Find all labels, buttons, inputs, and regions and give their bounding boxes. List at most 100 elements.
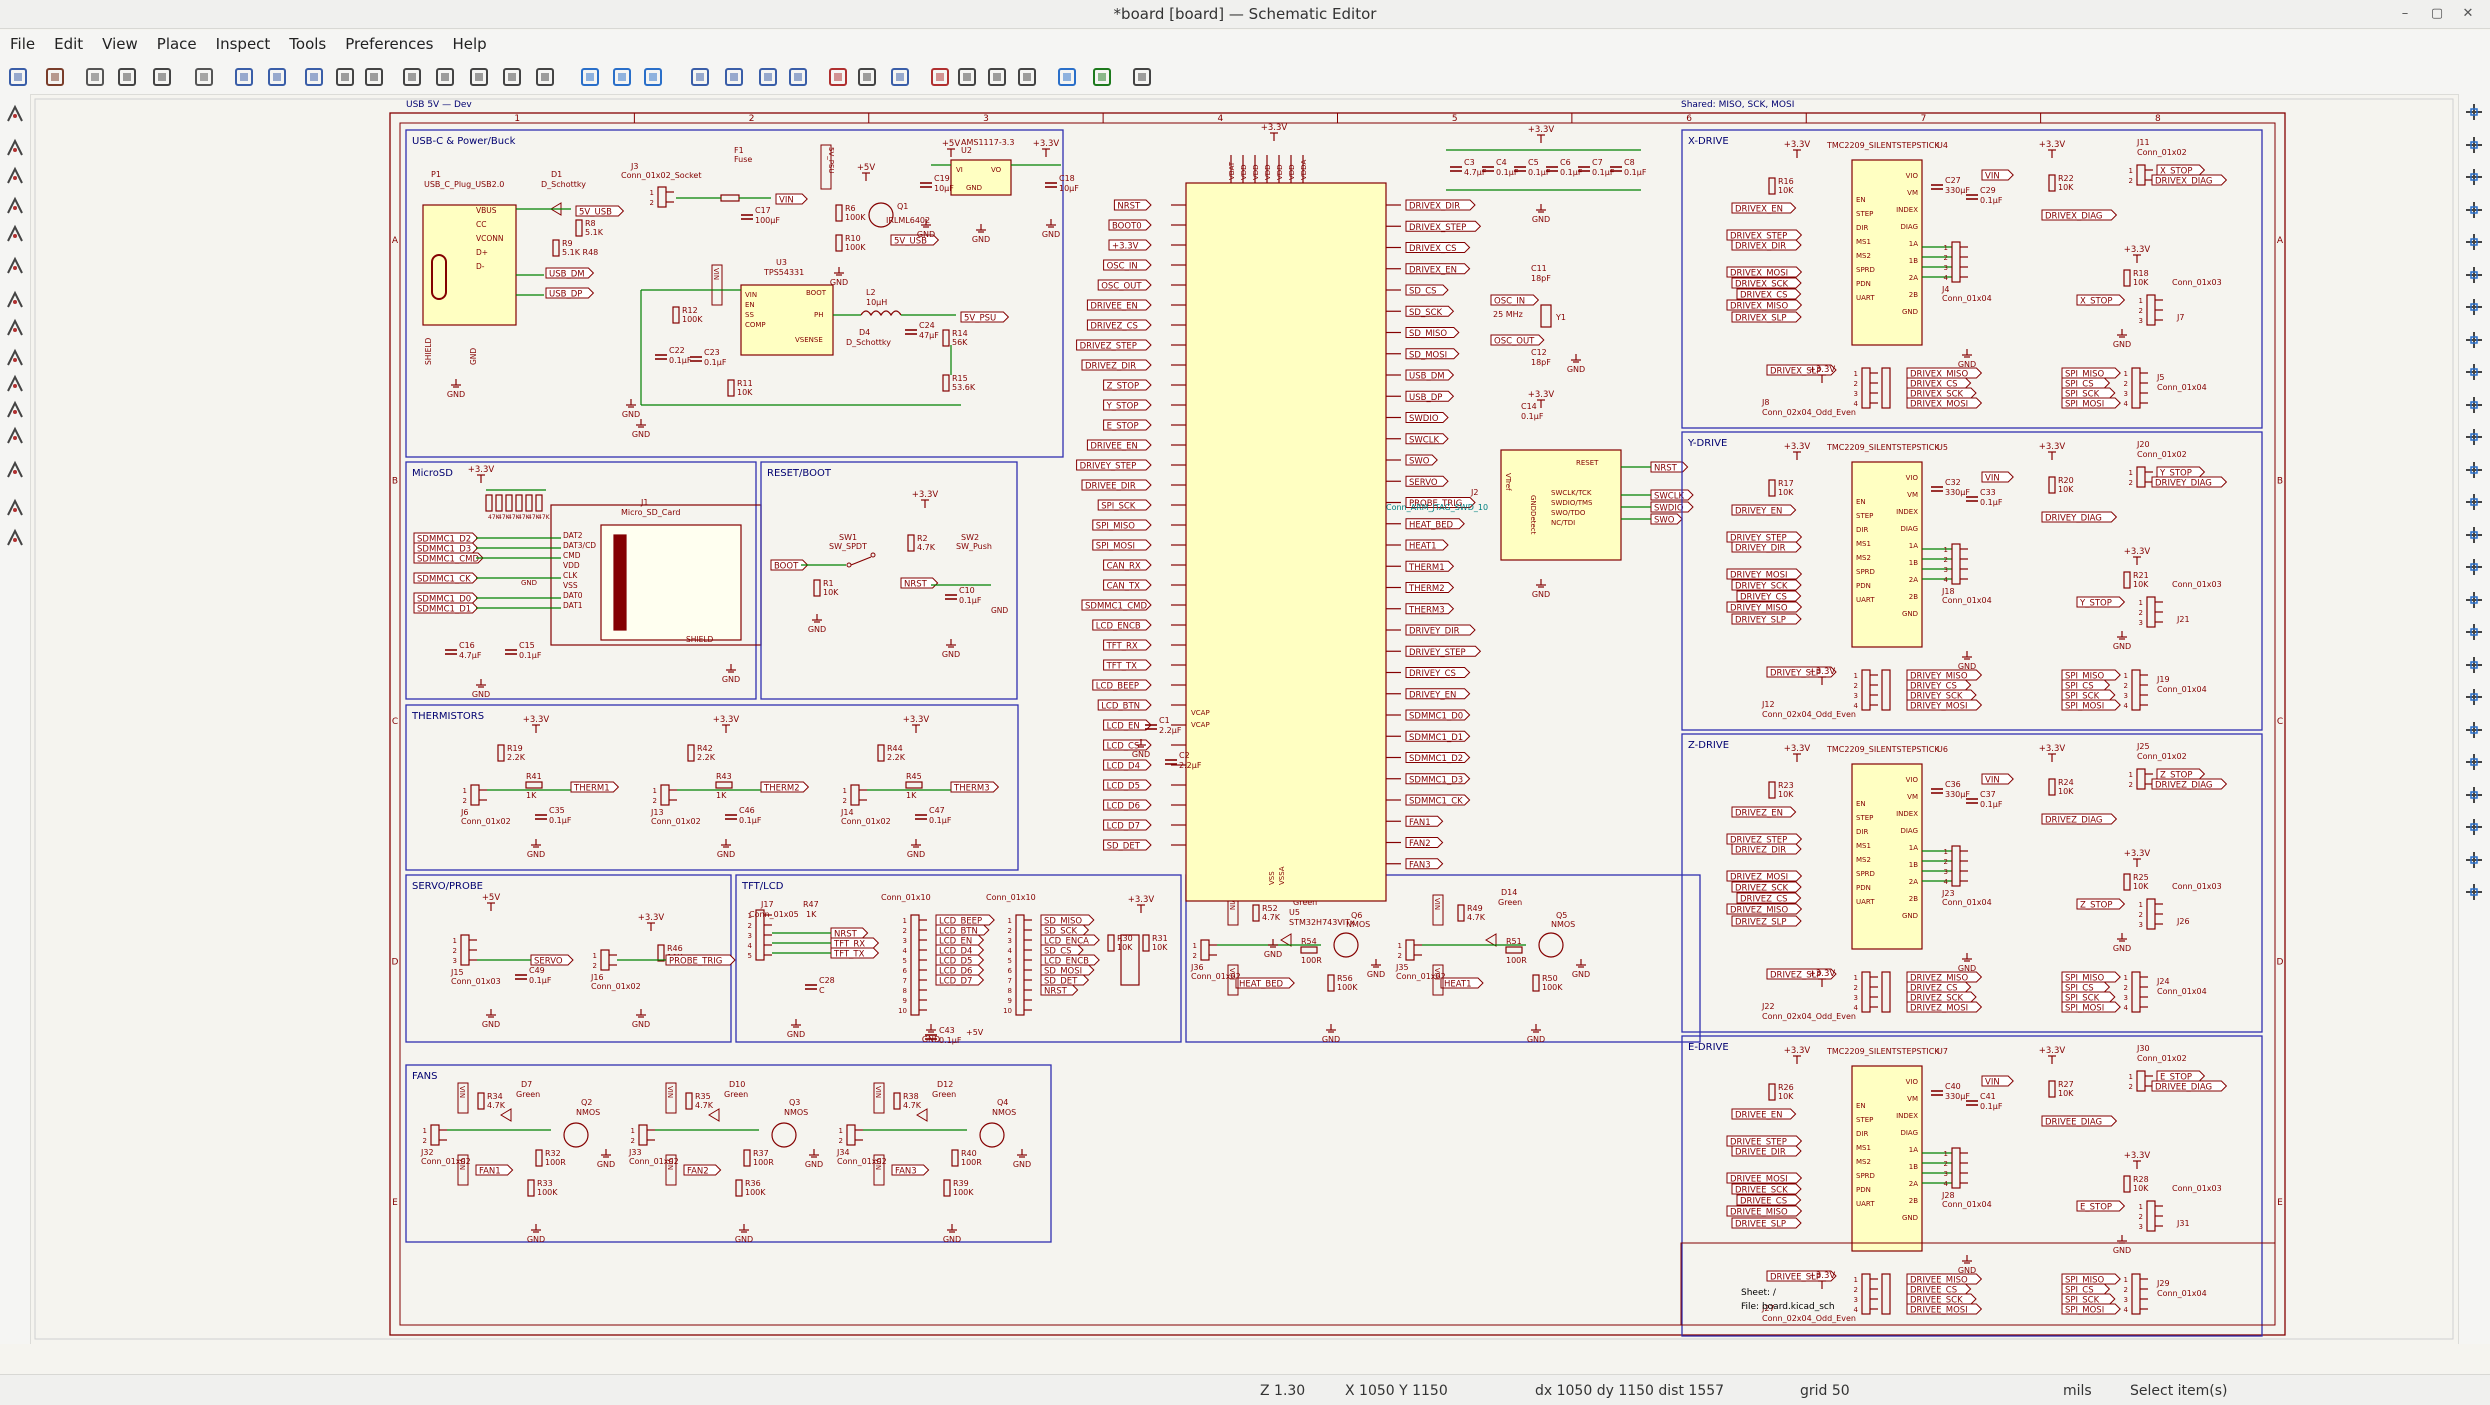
net-lcd-sd[interactable] — [1040, 964, 1095, 976]
bezier-icon[interactable] — [2462, 783, 2486, 807]
mcu-right-net[interactable] — [1405, 603, 1455, 615]
sheet-icon[interactable] — [2462, 490, 2486, 514]
spi-bus-net[interactable] — [2061, 1293, 2116, 1305]
block-x-drive[interactable] — [1681, 129, 2263, 429]
textbox-icon[interactable] — [2462, 620, 2486, 644]
drive-en-net[interactable] — [1731, 202, 1797, 214]
mcu-left-net[interactable] — [1081, 479, 1152, 491]
drive-en-net[interactable] — [1731, 504, 1797, 516]
menu-file[interactable]: File — [10, 35, 36, 53]
tools-icon[interactable] — [3, 526, 27, 550]
mcu-right-net[interactable] — [1405, 497, 1476, 508]
drive-spi-net[interactable] — [1906, 377, 1972, 389]
menu-help[interactable]: Help — [452, 35, 487, 53]
mcu-right-net[interactable] — [1405, 369, 1455, 381]
mcu-right-net[interactable] — [1405, 730, 1471, 742]
net-label-icon[interactable] — [2462, 393, 2486, 417]
drive-mosi-net[interactable] — [1726, 266, 1803, 278]
delete-icon[interactable] — [2462, 880, 2486, 904]
mcu-left-net[interactable] — [1076, 459, 1152, 471]
drive-spi-net[interactable] — [1906, 367, 1983, 379]
wire-icon[interactable] — [2462, 230, 2486, 254]
net-fan[interactable] — [891, 1164, 930, 1176]
swd-connector-body[interactable] — [1500, 449, 1622, 561]
global-label-icon[interactable] — [2462, 425, 2486, 449]
mcu-right-net[interactable] — [1405, 624, 1476, 636]
net-highlight-icon[interactable] — [2462, 133, 2486, 157]
pin-icon[interactable] — [3, 288, 27, 312]
drive-spi-net[interactable] — [1906, 689, 1977, 701]
net-icon[interactable] — [3, 372, 27, 396]
swd-net[interactable] — [1650, 513, 1683, 525]
mcu-left-net[interactable] — [1103, 579, 1152, 591]
drive-diag-net[interactable] — [2041, 813, 2118, 825]
net-vin[interactable] — [775, 193, 808, 205]
mcu-right-net[interactable] — [1405, 242, 1471, 253]
net-lcd[interactable] — [935, 924, 990, 936]
drive-stop-net[interactable] — [2156, 466, 2206, 478]
refresh-icon[interactable] — [302, 65, 326, 89]
drive-diag-net[interactable] — [2041, 209, 2118, 221]
drive-spi-net[interactable] — [1906, 1273, 1983, 1285]
drive-slp-net-2[interactable] — [1766, 1270, 1837, 1282]
spi-bus-net[interactable] — [2061, 679, 2111, 691]
mcu-right-net[interactable] — [1405, 220, 1482, 232]
mcu-right-net[interactable] — [1405, 688, 1471, 700]
net-lcd-sd[interactable] — [1040, 934, 1100, 946]
drive-sck-net[interactable] — [1731, 579, 1802, 591]
mcu-left-net[interactable] — [1086, 439, 1152, 451]
net-fan[interactable] — [475, 1164, 514, 1176]
spi-bus-net[interactable] — [2061, 971, 2121, 983]
mcu-right-net[interactable] — [1405, 539, 1449, 551]
drive-spi-net[interactable] — [1906, 699, 1983, 711]
drive-sck-net[interactable] — [1731, 277, 1802, 289]
net-usb-dp[interactable] — [545, 287, 595, 299]
properties-icon[interactable] — [3, 496, 27, 520]
mcu-right-net[interactable] — [1405, 327, 1460, 338]
mcu-left-net[interactable] — [1108, 219, 1152, 231]
net-tft[interactable] — [830, 947, 880, 959]
mcu-left-net[interactable] — [1103, 639, 1152, 651]
bus-entry-icon[interactable] — [2462, 295, 2486, 319]
line-icon[interactable] — [2462, 815, 2486, 839]
mcu-left-net[interactable] — [1103, 759, 1152, 771]
new-icon[interactable] — [83, 65, 107, 89]
spi-bus-net[interactable] — [2061, 981, 2111, 993]
net-fan[interactable] — [683, 1164, 722, 1176]
mcu-left-net[interactable] — [1103, 659, 1152, 671]
drive-cs-net[interactable] — [1736, 590, 1802, 602]
mcu-right-net[interactable] — [1405, 709, 1471, 721]
net-lcd-sd[interactable] — [1040, 924, 1090, 936]
nav-forward-icon[interactable] — [641, 65, 665, 89]
mcu-right-net[interactable] — [1405, 858, 1444, 870]
spi-bus-net[interactable] — [2061, 689, 2116, 701]
drive-cs-net[interactable] — [1736, 892, 1802, 904]
title-block[interactable] — [1680, 1242, 2276, 1326]
drive-spi-net[interactable] — [1906, 1283, 1972, 1295]
plot-icon[interactable] — [150, 65, 174, 89]
drive-spi-net[interactable] — [1906, 1303, 1983, 1315]
erc-icon[interactable] — [928, 65, 952, 89]
mcu-left-net[interactable] — [1108, 239, 1152, 251]
mcu-right-net[interactable] — [1405, 582, 1455, 593]
mcu-u5-body[interactable] — [1185, 182, 1387, 902]
drive-slp-net-2[interactable] — [1766, 364, 1837, 376]
net-5v-usb-2[interactable] — [890, 234, 940, 246]
drive-spi-net[interactable] — [1906, 1001, 1983, 1013]
menu-tools[interactable]: Tools — [289, 35, 327, 53]
net-osc-out[interactable] — [1490, 334, 1545, 346]
zoom-fit-icon[interactable] — [467, 65, 491, 89]
drive-spi-net[interactable] — [1906, 387, 1977, 399]
no-connect-icon[interactable] — [2462, 328, 2486, 352]
mcu-left-net[interactable] — [1103, 799, 1152, 811]
sheet-pin-icon[interactable] — [2462, 523, 2486, 547]
mcu-right-net[interactable] — [1405, 667, 1471, 678]
block-tft-lcd[interactable] — [735, 874, 1182, 1043]
net-lcd[interactable] — [935, 954, 985, 966]
mcu-left-net[interactable] — [1103, 379, 1152, 391]
net-lcd[interactable] — [935, 944, 985, 956]
menu-inspect[interactable]: Inspect — [215, 35, 271, 53]
drive-spi-net[interactable] — [1906, 1293, 1977, 1305]
angle-icon[interactable] — [3, 398, 27, 422]
